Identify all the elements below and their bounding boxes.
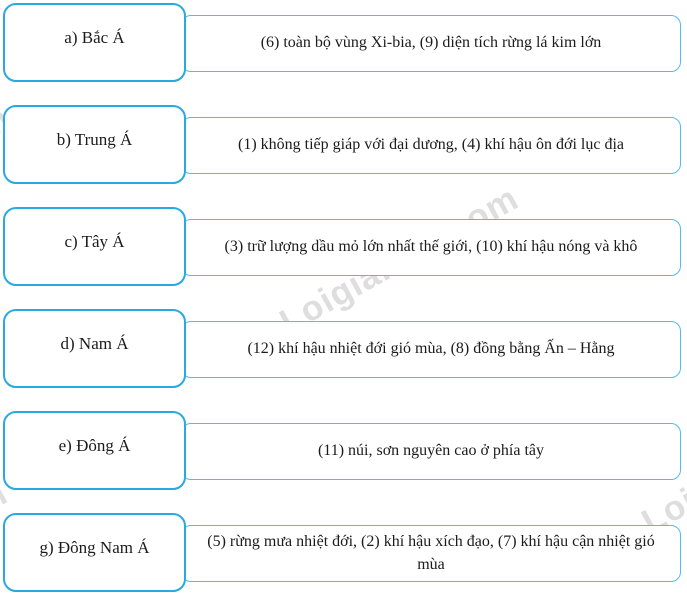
region-label: a) Bắc Á	[64, 27, 125, 47]
region-label-box-b: b) Trung Á	[3, 105, 186, 184]
region-label-box-d: d) Nam Á	[3, 309, 186, 388]
description-text: (12) khí hậu nhiệt đới gió mùa, (8) đồng…	[247, 340, 615, 358]
description-text: (11) núi, sơn nguyên cao ở phía tây	[317, 442, 545, 460]
description-box-e: (11) núi, sơn nguyên cao ở phía tây	[181, 423, 681, 480]
description-box-g: (5) rừng mưa nhiệt đới, (2) khí hậu xích…	[181, 525, 681, 582]
matching-row-g: g) Đông Nam Á (5) rừng mưa nhiệt đới, (2…	[0, 513, 687, 594]
description-box-d: (12) khí hậu nhiệt đới gió mùa, (8) đồng…	[181, 321, 681, 378]
description-box-c: (3) trữ lượng dầu mỏ lớn nhất thế giới, …	[181, 219, 681, 276]
matching-row-c: c) Tây Á (3) trữ lượng dầu mỏ lớn nhất t…	[0, 207, 687, 288]
matching-row-b: b) Trung Á (1) không tiếp giáp với đại d…	[0, 105, 687, 186]
description-text: (5) rừng mưa nhiệt đới, (2) khí hậu xích…	[207, 533, 655, 573]
matching-row-d: d) Nam Á (12) khí hậu nhiệt đới gió mùa,…	[0, 309, 687, 390]
description-box-b: (1) không tiếp giáp với đại dương, (4) k…	[181, 117, 681, 174]
region-label-box-e: e) Đông Á	[3, 411, 186, 490]
region-label-box-g: g) Đông Nam Á	[3, 513, 186, 592]
description-text: (3) trữ lượng dầu mỏ lớn nhất thế giới, …	[224, 238, 638, 256]
matching-row-a: a) Bắc Á (6) toàn bộ vùng Xi-bia, (9) di…	[0, 3, 687, 84]
region-label: d) Nam Á	[60, 333, 129, 353]
description-text: (6) toàn bộ vùng Xi-bia, (9) diện tích r…	[260, 34, 602, 52]
region-label-box-c: c) Tây Á	[3, 207, 186, 286]
region-label: c) Tây Á	[64, 231, 125, 251]
region-label: b) Trung Á	[56, 129, 133, 149]
region-label: g) Đông Nam Á	[39, 537, 150, 557]
description-text: (1) không tiếp giáp với đại dương, (4) k…	[238, 136, 624, 154]
description-box-a: (6) toàn bộ vùng Xi-bia, (9) diện tích r…	[181, 15, 681, 72]
region-label-box-a: a) Bắc Á	[3, 3, 186, 82]
region-label: e) Đông Á	[58, 435, 131, 455]
matching-row-e: e) Đông Á (11) núi, sơn nguyên cao ở phí…	[0, 411, 687, 492]
